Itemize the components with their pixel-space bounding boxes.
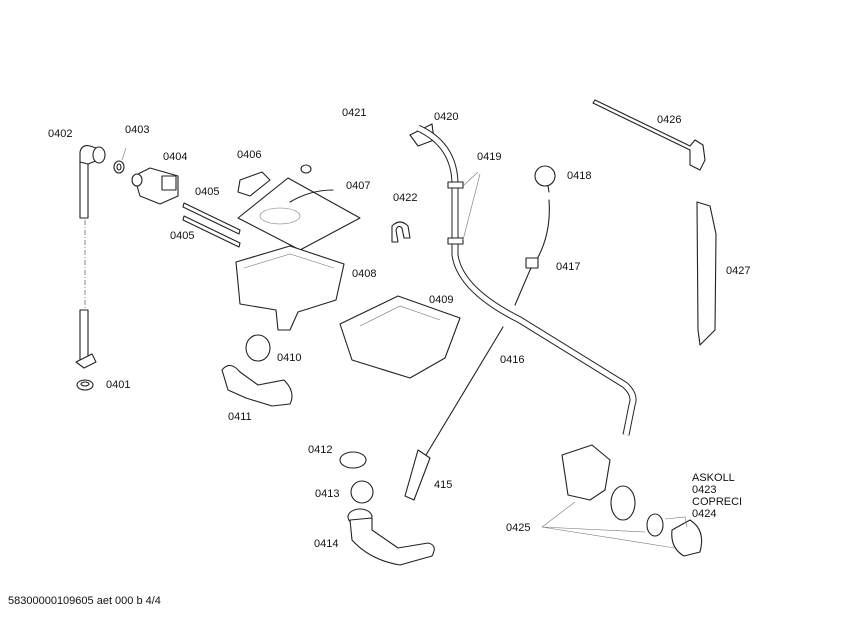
part-0410-seal-ring [245,334,271,362]
label-0412: 0412 [308,444,333,456]
label-askoll: ASKOLL [692,472,735,484]
part-0421-hose [300,117,420,174]
label-0419: 0419 [477,151,502,163]
label-0424: 0424 [692,508,717,520]
part-0416-tube [419,326,504,466]
label-0407: 0407 [346,180,371,192]
label-0409: 0409 [429,294,454,306]
label-0413: 0413 [315,488,340,500]
label-0402: 0402 [48,128,73,140]
label-0416: 0416 [500,354,525,366]
part-0404-valve [131,167,179,205]
label-0420: 0420 [434,111,459,123]
label-0427: 0427 [726,265,751,277]
label-0401: 0401 [106,379,131,391]
label-0422: 0422 [393,192,418,204]
label-0405: 0405 [195,186,220,198]
part-0405-hoses [182,202,241,248]
drawing-reference-footer: 58300000109605 aet 000 b 4/4 [8,595,161,607]
part-415-air-trap [404,449,431,501]
label-0403: 0403 [125,124,150,136]
part-0409-drawer [339,295,461,379]
label-0404: 0404 [163,151,188,163]
label-0423: 0423 [692,484,717,496]
label-0414: 0414 [314,538,339,550]
part-0418-pressure-switch [534,165,556,193]
part-0417-tube [514,199,550,306]
label-0408: 0408 [352,268,377,280]
label-0425: 0425 [506,522,531,534]
label-415: 415 [434,479,453,491]
label-0426: 0426 [657,114,682,126]
part-0403-seal [113,147,127,174]
part-0412-clamp [339,451,367,469]
part-0414-sump-hose [347,508,435,566]
part-0427-rail [696,201,717,346]
label-0405: 0405 [170,230,195,242]
label-0410: 0410 [277,352,302,364]
part-0407-lid [237,177,361,251]
part-0425-drain-pump [541,444,703,557]
label-0411: 0411 [228,411,252,423]
part-0408-drawer-housing [235,245,345,331]
label-0418: 0418 [567,170,592,182]
label-copreci: COPRECI [692,496,743,508]
part-0402-inlet-hose [75,145,106,369]
part-0406-clip [237,171,271,197]
part-0401-washer [76,379,94,391]
part-0426-rail [592,99,706,171]
part-0422-fork [391,221,411,243]
label-0417: 0417 [556,261,581,273]
part-0419-hose-clamps [416,124,637,436]
part-0413-ball [350,480,374,504]
label-0421: 0421 [342,107,367,119]
part-0411-bellows [221,364,293,407]
label-0406: 0406 [237,149,262,161]
